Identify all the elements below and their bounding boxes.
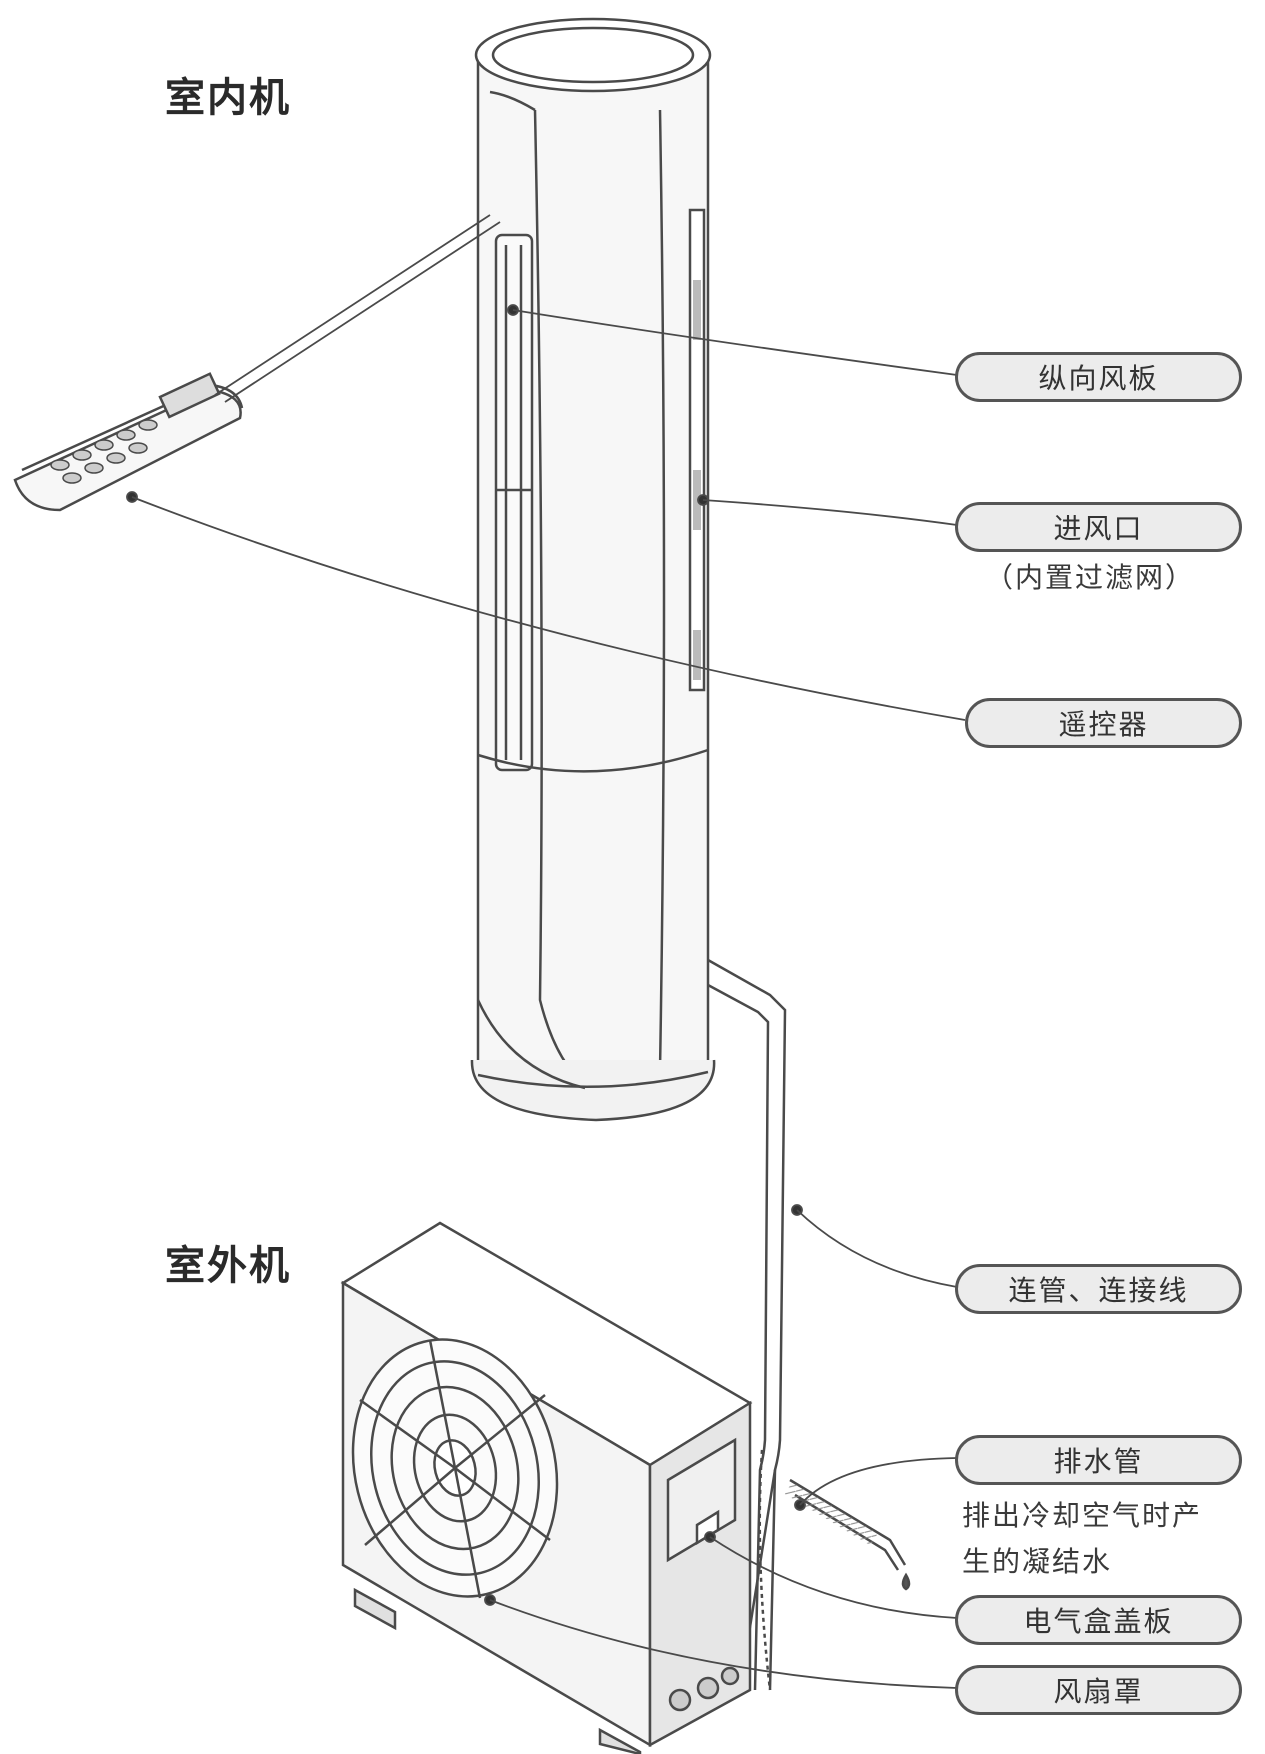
indoor-unit-title: 室内机	[165, 75, 291, 121]
outdoor-unit	[340, 1221, 753, 1754]
remote-control	[13, 214, 501, 512]
air-inlet-note: （内置过滤网）	[985, 561, 1196, 594]
leader-lines	[126, 304, 966, 1689]
drain-note-line2: 生的凝结水	[962, 1545, 1113, 1578]
callout-vertical-louver: 纵向风板	[955, 352, 1242, 402]
callout-fan-guard: 风扇罩	[955, 1665, 1242, 1715]
callout-pipes-wires: 连管、连接线	[955, 1264, 1242, 1314]
callout-remote-control: 遥控器	[965, 698, 1242, 748]
connecting-pipes	[707, 958, 787, 1691]
callout-electrical-box-cover: 电气盒盖板	[955, 1595, 1242, 1645]
drain-note-line1: 排出冷却空气时产	[962, 1499, 1203, 1532]
callout-drain-pipe: 排水管	[955, 1435, 1242, 1485]
drain-hose	[784, 1478, 911, 1591]
callout-air-inlet: 进风口	[955, 502, 1242, 552]
outdoor-unit-title: 室外机	[165, 1243, 291, 1289]
indoor-unit	[470, 17, 716, 1122]
